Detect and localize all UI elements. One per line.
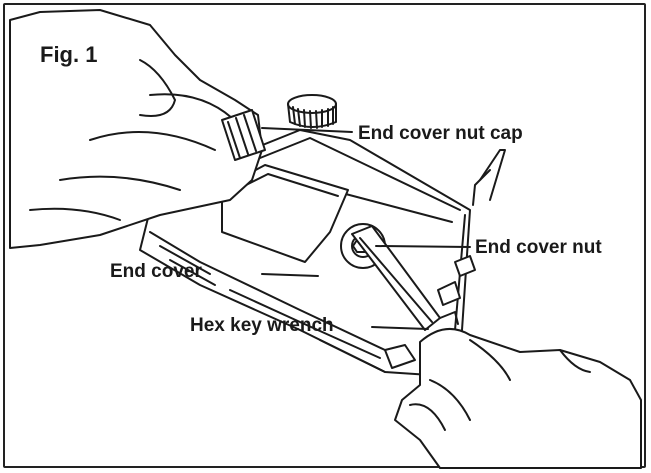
side-clips	[384, 255, 476, 369]
end-cover-nut-cap	[221, 109, 266, 161]
leader-lines	[261, 127, 471, 330]
label-end-cover: End cover	[110, 261, 202, 282]
knurled-knob	[287, 94, 337, 129]
hex-key-wrench	[351, 225, 441, 331]
leader-cover	[261, 273, 319, 277]
label-hex-key-wrench: Hex key wrench	[190, 315, 334, 336]
label-end-cover-nut: End cover nut	[475, 237, 602, 258]
right-hand	[394, 327, 642, 469]
label-end-cover-nut-cap: End cover nut cap	[358, 123, 523, 144]
leader-nut	[375, 245, 471, 248]
figure-frame	[3, 3, 646, 468]
leader-hex	[371, 326, 429, 330]
figure-title: Fig. 1	[40, 42, 98, 67]
leader-nut-cap	[261, 127, 353, 133]
